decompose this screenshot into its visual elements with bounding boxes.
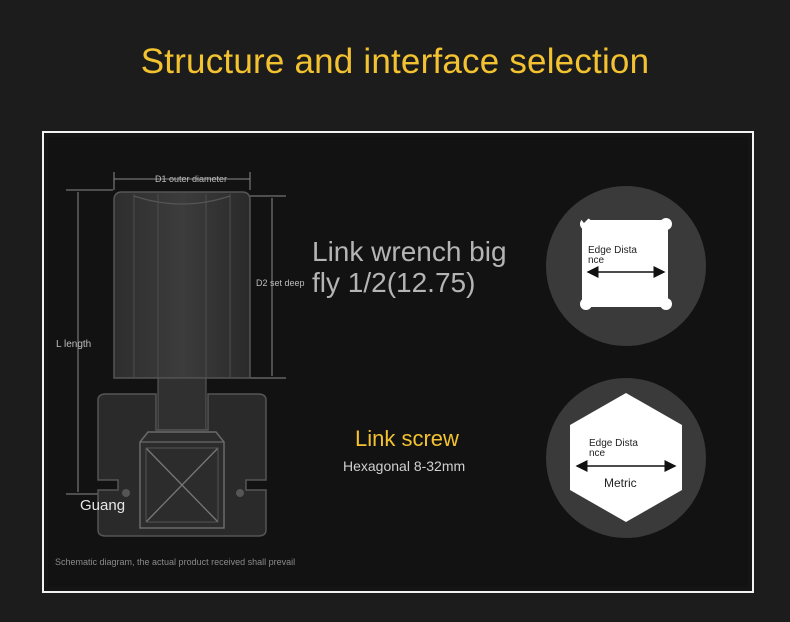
hex-edge-distance-label: Edge Distance — [589, 438, 638, 459]
socket-neck — [157, 377, 207, 431]
socket-square-drive — [139, 431, 225, 529]
page-title: Structure and interface selection — [140, 42, 650, 81]
screw-title: Link screw — [355, 426, 459, 451]
wrench-label: Link wrench big fly 1/2(12.75) — [312, 236, 507, 298]
d2-set-deep-label: D2 set deep — [256, 278, 305, 288]
socket-hex-bore — [133, 194, 231, 378]
d1-outer-diameter-label: D1 outer diameter — [155, 174, 228, 184]
footnote: Schematic diagram, the actual product re… — [55, 557, 296, 567]
guang-label: Guang — [80, 497, 126, 514]
screw-subtitle: Hexagonal 8-32mm — [343, 458, 466, 474]
dimension-lines — [66, 172, 286, 495]
square-edge-distance-label: Edge Distance — [588, 245, 637, 266]
l-length-label: L length — [56, 339, 92, 350]
hex-interface — [546, 378, 706, 538]
metric-label: Metric — [604, 476, 637, 490]
square-interface — [546, 186, 706, 346]
socket-upper-barrel — [113, 191, 251, 379]
